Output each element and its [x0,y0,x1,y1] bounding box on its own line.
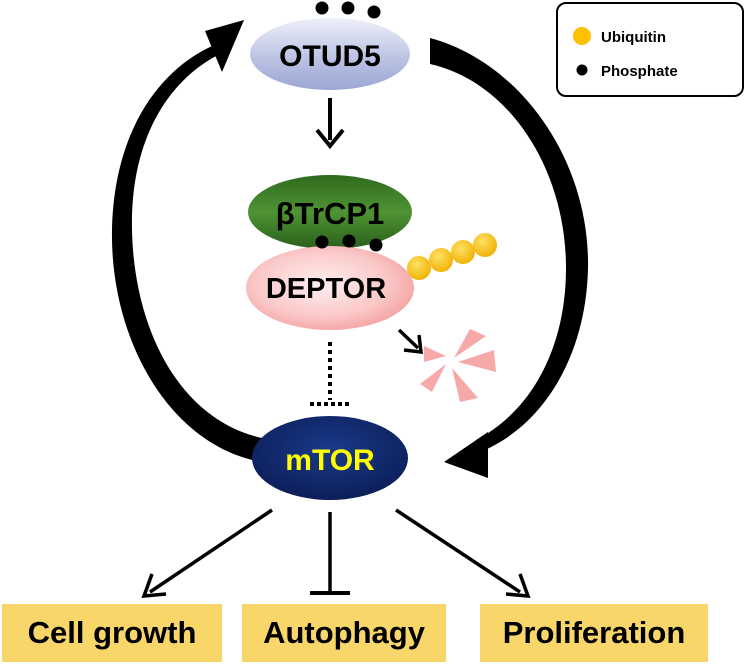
otud5-node: OTUD5 [250,18,410,90]
feedback-arrow-otud5-to-mtor [430,38,589,478]
mtor-inhibits-autophagy-line [310,512,350,595]
degradation-arrow [397,328,423,354]
btrcp1-node: βTrCP1 [248,175,412,249]
ubiquitin-bead [407,256,431,280]
phosphate-legend-icon [576,64,588,76]
otud5-label: OTUD5 [279,40,381,73]
phosphate-dot [369,238,383,252]
otud5-to-btrcp1-arrow [315,98,345,150]
otud5-phosphate-group [315,1,381,19]
legend-phosphate-label: Phosphate [601,63,678,80]
proliferation-label: Proliferation [502,615,686,650]
btrcp1-label: βTrCP1 [276,196,385,231]
degraded-deptor-icon [420,329,496,402]
mtor-node: mTOR [252,416,408,500]
feedback-arrow-mtor-to-otud5 [111,20,262,462]
ubiquitin-chain [407,233,497,280]
proliferation-box: Proliferation [480,604,708,662]
phosphate-dot [315,235,329,249]
mtor-to-cell-growth-arrow [141,508,273,598]
phosphate-dot [367,5,381,19]
autophagy-label: Autophagy [263,615,425,650]
deptor-node: DEPTOR [246,246,414,330]
deptor-label: DEPTOR [266,273,386,305]
phosphate-dot [341,1,355,15]
ubiquitin-bead [473,233,497,257]
cell-growth-box: Cell growth [2,604,222,662]
deptor-phosphate-group [315,234,383,252]
mtor-to-proliferation-arrow [395,508,531,598]
legend-ubiquitin-label: Ubiquitin [601,29,666,46]
phosphate-dot [315,1,329,15]
deptor-inhibits-mtor-line [310,342,350,406]
ubiquitin-bead [451,240,475,264]
phosphate-dot [342,234,356,248]
mtor-label: mTOR [285,444,375,477]
autophagy-box: Autophagy [242,604,446,662]
cell-growth-label: Cell growth [27,615,197,650]
legend: Ubiquitin Phosphate [556,2,744,97]
ubiquitin-legend-icon [573,27,591,45]
ubiquitin-bead [429,248,453,272]
